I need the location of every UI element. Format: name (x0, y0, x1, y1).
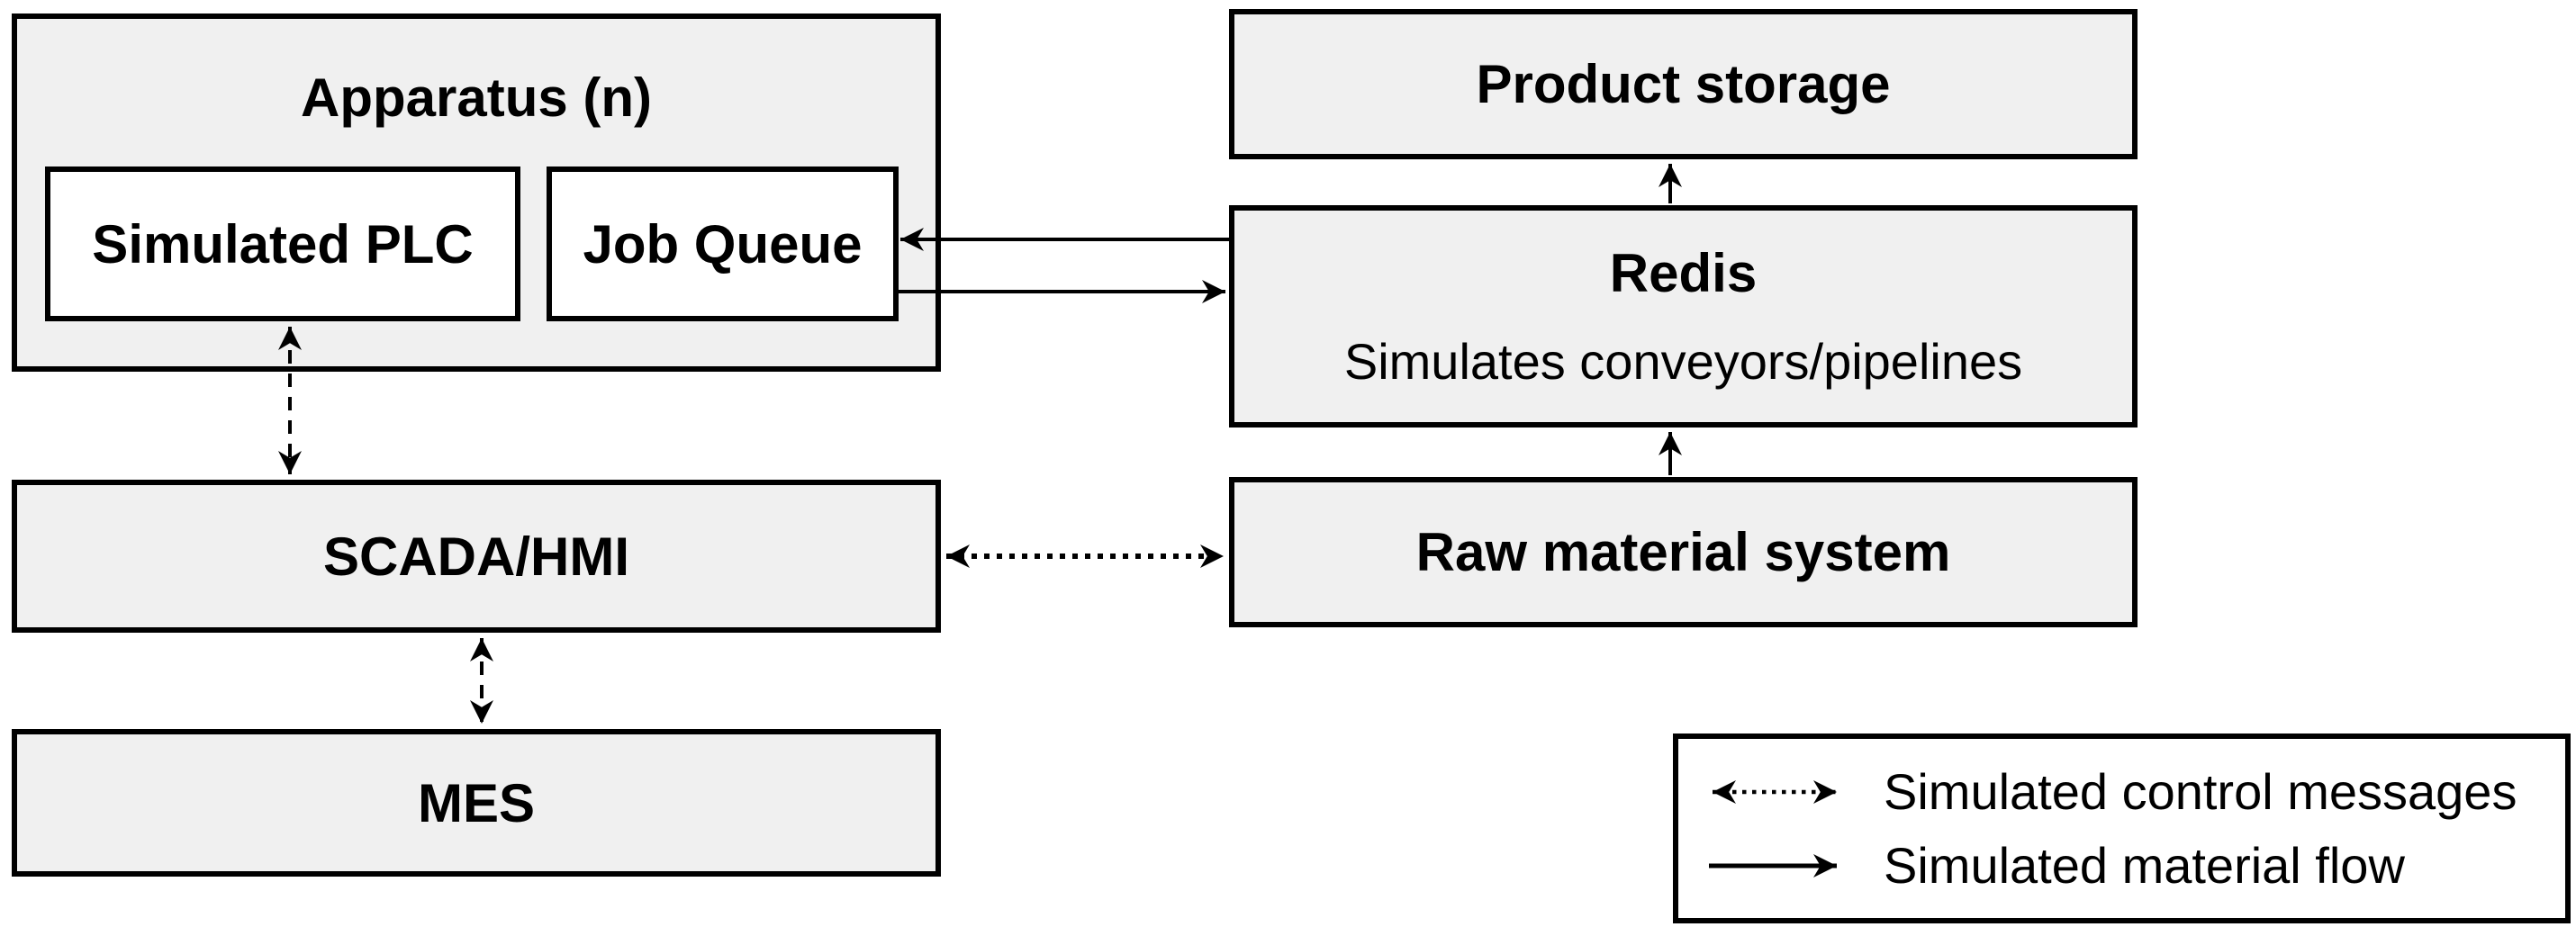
mes-box: MES (12, 729, 941, 877)
simulated-plc-box: Simulated PLC (45, 166, 520, 321)
simulated-plc-title: Simulated PLC (92, 213, 474, 274)
legend-box: Simulated control messages Simulated mat… (1673, 734, 2571, 923)
scada-hmi-title: SCADA/HMI (323, 526, 629, 587)
scada-hmi-box: SCADA/HMI (12, 480, 941, 633)
legend-label-material-flow: Simulated material flow (1884, 836, 2405, 894)
job-queue-box: Job Queue (547, 166, 899, 321)
legend-item-material-flow: Simulated material flow (1704, 829, 2565, 903)
redis-subtitle: Simulates conveyors/pipelines (1343, 332, 2023, 390)
redis-title: Redis (1609, 242, 1758, 303)
job-queue-title: Job Queue (583, 213, 863, 274)
raw-material-system-title: Raw material system (1415, 522, 1951, 582)
legend-item-control-messages: Simulated control messages (1704, 755, 2565, 829)
product-storage-box: Product storage (1229, 9, 2138, 159)
solid-arrow-icon (1709, 853, 1837, 878)
raw-material-system-box: Raw material system (1229, 477, 2138, 627)
product-storage-title: Product storage (1476, 54, 1891, 114)
dotted-double-arrow-icon (1713, 779, 1837, 804)
legend-label-control-messages: Simulated control messages (1884, 762, 2517, 820)
mes-title: MES (417, 772, 536, 833)
redis-box: Redis Simulates conveyors/pipelines (1229, 205, 2138, 428)
apparatus-title: Apparatus (n) (301, 68, 652, 128)
